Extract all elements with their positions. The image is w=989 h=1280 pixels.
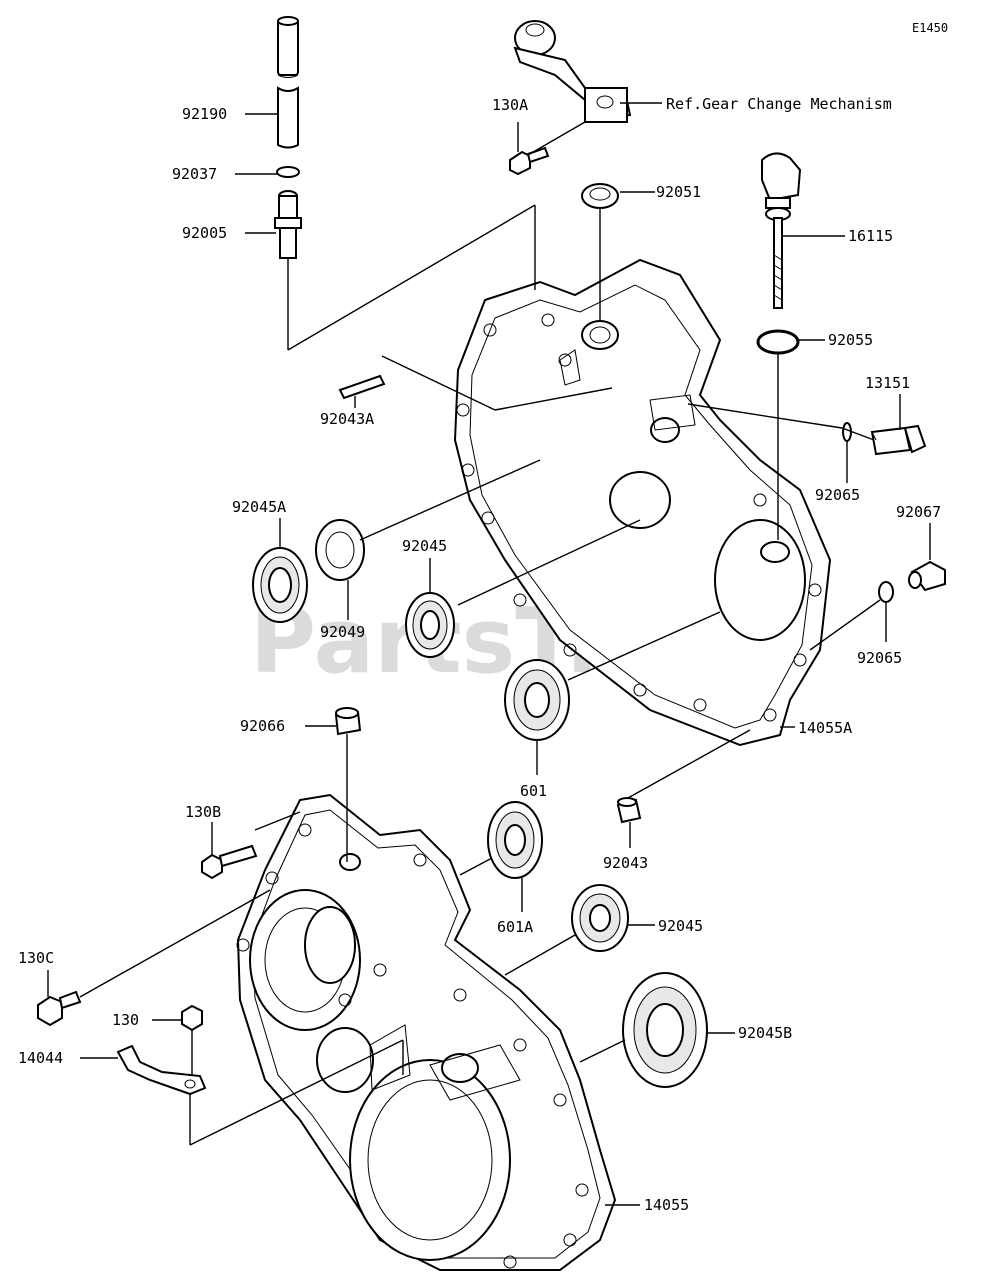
part-130C-bolt [37,990,82,1027]
callout-130: 130 [112,1011,139,1029]
part-92066-cap [334,707,362,736]
callout-130A: 130A [492,96,528,114]
callout-92043: 92043 [603,854,648,872]
part-92065-washer-lower [878,581,894,603]
part-92037-ring [276,166,300,178]
part-130-bolt [181,1004,203,1032]
callout-92066: 92066 [240,717,285,735]
part-92043A-pin [338,374,386,400]
callout-92065-lower: 92065 [857,649,902,667]
part-92067-plug [908,560,946,592]
part-130B-bolt [201,844,258,880]
part-92045A-bearing [252,547,308,623]
callout-92045B: 92045B [738,1024,792,1042]
part-92190-sleeve [277,16,299,149]
callout-92043A: 92043A [320,410,374,428]
callout-14055A: 14055A [798,719,852,737]
part-16115-dipstick [761,152,802,309]
callout-14055: 14055 [644,1196,689,1214]
leader-lines [47,102,931,1206]
part-92005-fitting [274,190,302,259]
part-14044-bracket [116,1044,207,1096]
callout-14044: 14044 [18,1049,63,1067]
callout-92049: 92049 [320,623,365,641]
part-92049-seal [315,519,365,581]
callout-601: 601 [520,782,547,800]
housing-14055 [236,793,617,1271]
callout-16115: 16115 [848,227,893,245]
callout-13151: 13151 [865,374,910,392]
part-13151-switch [870,424,927,456]
callout-601A: 601A [497,918,533,936]
part-130A-bolt [509,146,550,176]
callout-92037: 92037 [172,165,217,183]
callout-92045A: 92045A [232,498,286,516]
part-92045-bearing-upper [405,592,455,658]
callout-92005: 92005 [182,224,227,242]
callouts: 92190 92037 92005 130A 92051 16115 92055… [18,95,941,1214]
callout-92051: 92051 [656,183,701,201]
part-92051-seal [581,183,619,209]
callout-130C: 130C [18,949,54,967]
part-92045-bearing-lower [571,884,629,952]
callout-92067: 92067 [896,503,941,521]
part-92065-washer-upper [842,422,852,442]
housing-14055A [453,258,832,747]
reference-note: Ref.Gear Change Mechanism [666,95,892,113]
part-92043-pin [616,797,642,824]
part-601-bearing [504,659,570,741]
callout-92065-upper: 92065 [815,486,860,504]
callout-92190: 92190 [182,105,227,123]
part-601A-bearing [487,801,543,879]
part-92045B-bearing [622,972,708,1088]
diagram-id: E1450 [912,21,948,35]
callout-92045-upper: 92045 [402,537,447,555]
gear-change-lever [513,20,632,124]
callout-92045-lower: 92045 [658,917,703,935]
part-92055-oring [756,329,800,355]
callout-92055: 92055 [828,331,873,349]
callout-130B: 130B [185,803,221,821]
